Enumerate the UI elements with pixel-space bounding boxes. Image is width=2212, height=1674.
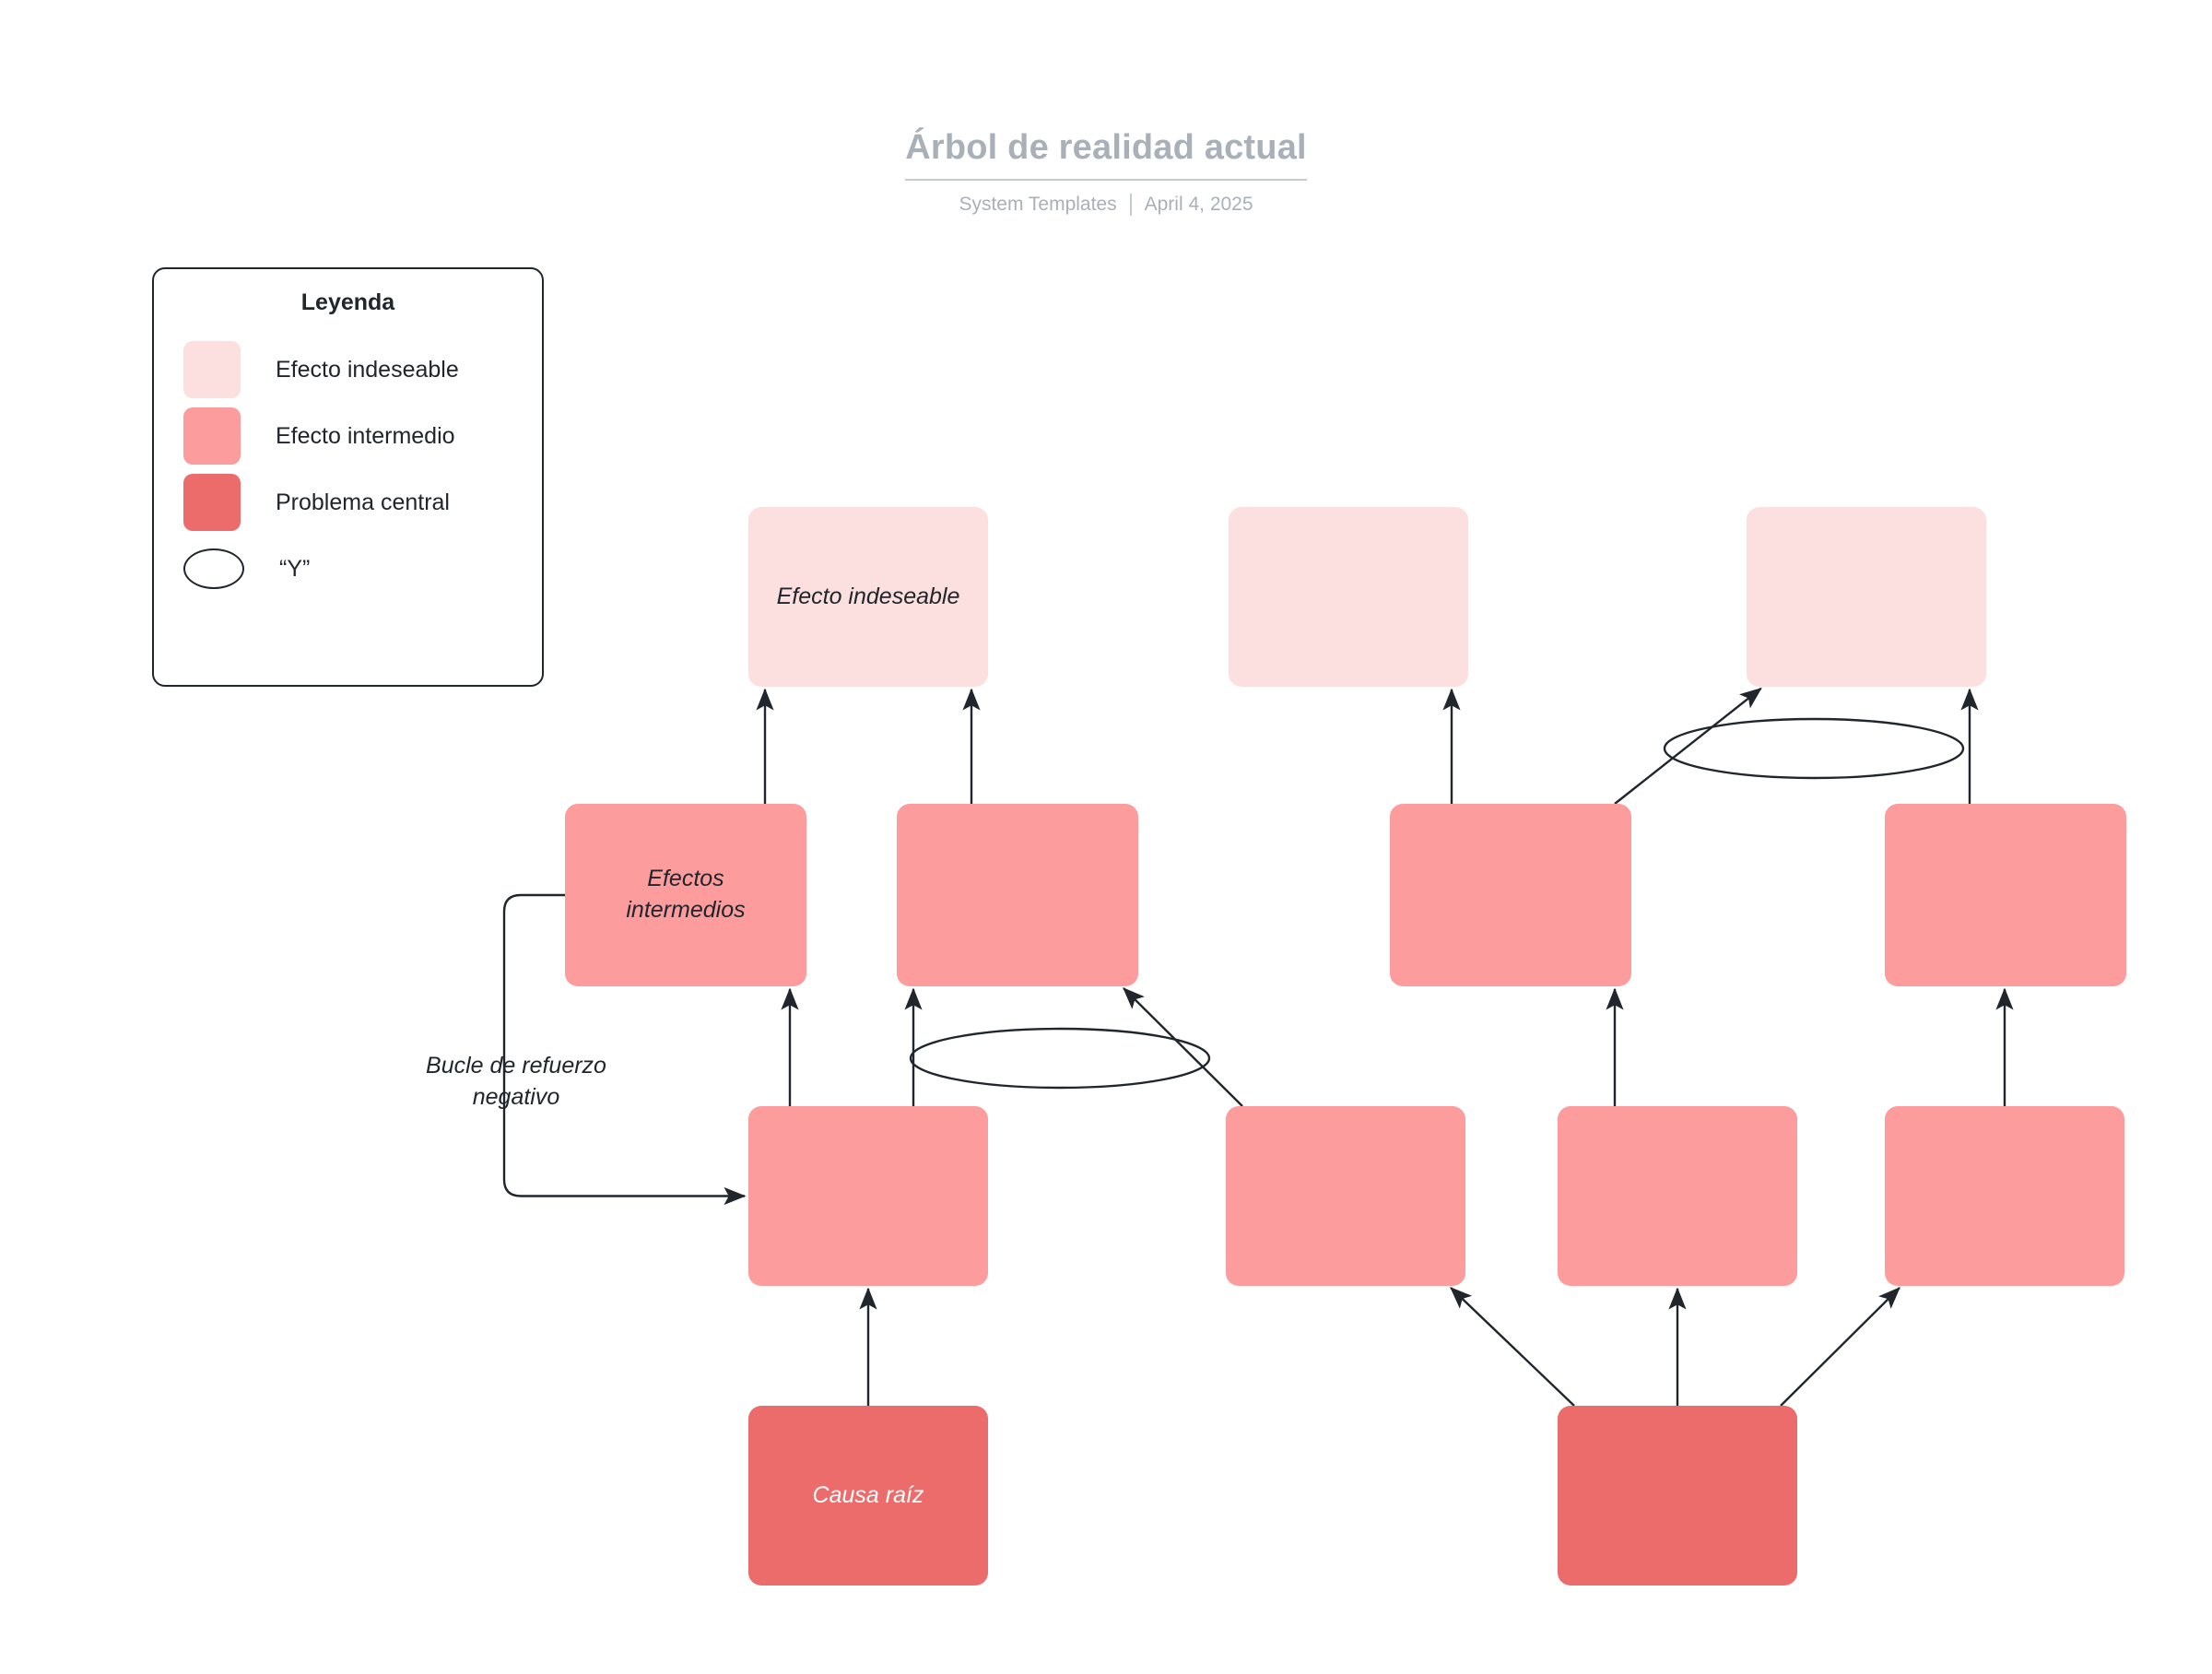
node-ue2[interactable]: [1229, 507, 1468, 687]
document-subtitle: System Templates April 4, 2025: [0, 193, 2212, 216]
node-label: Causa raíz: [812, 1481, 924, 1508]
legend-item-label: Problema central: [276, 489, 450, 515]
node-ue3[interactable]: [1747, 507, 1986, 687]
feedback-loop-label: Bucle de refuerzo negativo: [426, 1053, 606, 1110]
legend-title: Leyenda: [300, 289, 395, 315]
node-ie7[interactable]: [1558, 1106, 1797, 1286]
node-ie4[interactable]: [1885, 804, 2126, 986]
node-rc2[interactable]: [1558, 1406, 1797, 1586]
legend-color-swatch: [183, 341, 241, 398]
document-header: Árbol de realidad actual System Template…: [0, 128, 2212, 216]
subtitle-source: System Templates: [959, 193, 1117, 215]
node-ie6[interactable]: [1226, 1106, 1465, 1286]
legend-item: Efecto intermedio: [183, 403, 542, 469]
node-ie2[interactable]: [897, 804, 1138, 986]
edge-ie3-to-ue3: [1614, 687, 1762, 805]
edge-rc2-to-ie8: [1780, 1287, 1900, 1407]
legend-color-swatch: [183, 407, 241, 465]
node-ie3[interactable]: [1390, 804, 1631, 986]
and-connector-and-right: [1663, 717, 1965, 780]
page-title: Árbol de realidad actual: [905, 128, 1307, 181]
legend-item-label: Efecto intermedio: [276, 422, 455, 449]
node-label: Efecto indeseable: [776, 583, 960, 609]
edge-ie6-to-ie2: [1123, 987, 1243, 1107]
edge-rc2-to-ie6: [1450, 1287, 1575, 1407]
node-label: Efectos intermedios: [626, 866, 746, 923]
subtitle-date: April 4, 2025: [1144, 193, 1253, 215]
legend-item: Efecto indeseable: [183, 336, 542, 403]
legend-item-label: Efecto indeseable: [276, 356, 459, 383]
legend-item: Problema central: [183, 469, 542, 536]
node-ie8[interactable]: [1885, 1106, 2124, 1286]
subtitle-divider: [1129, 193, 1132, 216]
legend-item: “Y”: [183, 536, 542, 602]
node-ie1[interactable]: Efectos intermedios: [565, 804, 806, 986]
legend-item-label: “Y”: [279, 555, 311, 582]
node-ie5[interactable]: [748, 1106, 988, 1286]
legend-color-swatch: [183, 474, 241, 531]
node-ue1[interactable]: Efecto indeseable: [748, 507, 988, 687]
node-rc1[interactable]: Causa raíz: [748, 1406, 988, 1586]
and-connector-and-left: [909, 1027, 1211, 1090]
and-connector-icon: [183, 548, 244, 589]
